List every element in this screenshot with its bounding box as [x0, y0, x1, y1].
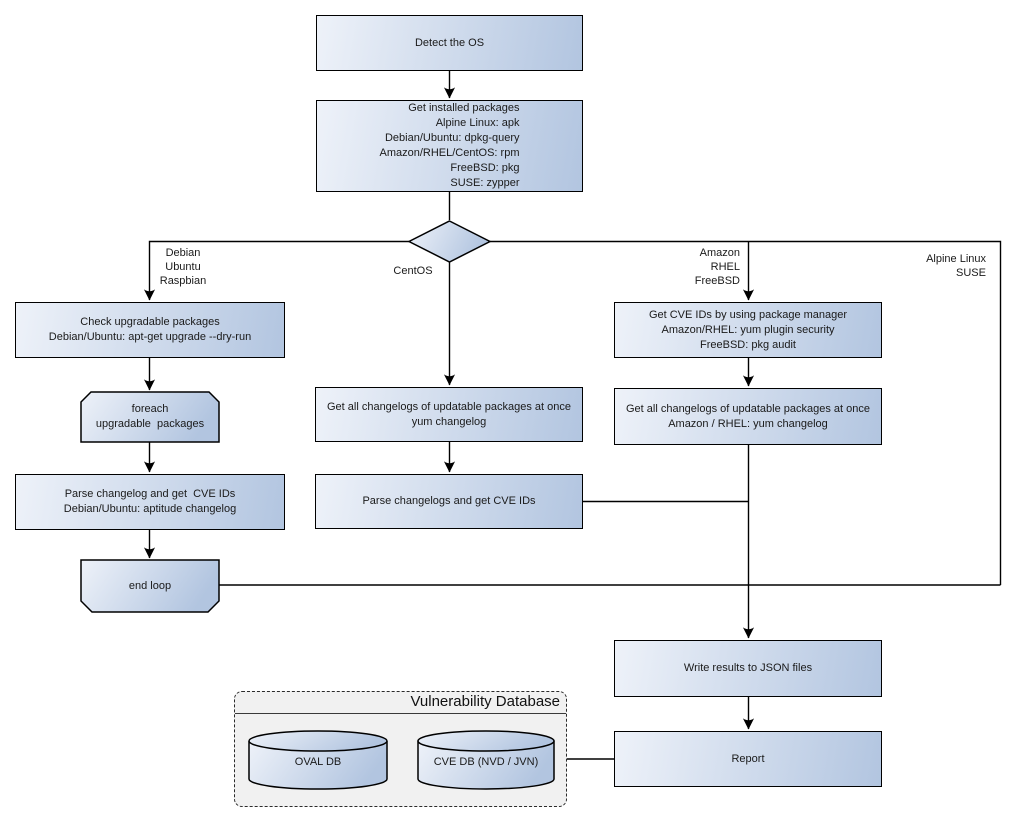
node-detect-os-label: Detect the OS: [414, 36, 485, 49]
node-write-json-label: Write results to JSON files: [683, 662, 813, 674]
node-parse-changelogs-centos-label: Parse changelogs and get CVE IDs: [362, 495, 536, 507]
node-get-installed-packages: Get installed packages Alpine Linux: apk…: [316, 100, 583, 192]
end-loop-text: end loop: [81, 560, 219, 612]
node-get-cve-ids-pkg-manager: Get CVE IDs by using package manager Ama…: [614, 302, 882, 358]
branch-label-debian: Debian Ubuntu Raspbian: [159, 247, 207, 287]
foreach-loop-text: foreach upgradable packages: [81, 392, 219, 442]
node-get-cve-ids-pkg-manager-label: Get CVE IDs by using package manager Ama…: [648, 308, 848, 351]
branch-label-amazon: Amazon RHEL FreeBSD: [694, 247, 740, 287]
node-check-upgradable: Check upgradable packages Debian/Ubuntu:…: [15, 302, 285, 358]
node-report-label: Report: [731, 752, 765, 765]
node-get-installed-packages-label: Get installed packages Alpine Linux: apk…: [379, 102, 520, 189]
node-check-upgradable-label: Check upgradable packages Debian/Ubuntu:…: [48, 316, 252, 343]
node-parse-changelog-debian-label: Parse changelog and get CVE IDs Debian/U…: [63, 488, 237, 515]
node-get-changelogs-amazon: Get all changelogs of updatable packages…: [614, 388, 882, 445]
end-loop-label: end loop: [128, 579, 172, 592]
os-decision-diamond: [407, 220, 492, 263]
node-get-changelogs-centos: Get all changelogs of updatable packages…: [315, 387, 583, 442]
branch-label-centos: CentOS: [393, 265, 433, 277]
node-parse-changelog-debian: Parse changelog and get CVE IDs Debian/U…: [15, 474, 285, 530]
oval-db-text: OVAL DB: [249, 742, 387, 782]
node-parse-changelogs-centos: Parse changelogs and get CVE IDs: [315, 474, 583, 529]
node-write-json: Write results to JSON files: [614, 640, 882, 697]
node-report: Report: [614, 731, 882, 787]
node-get-changelogs-centos-label: Get all changelogs of updatable packages…: [326, 400, 571, 428]
branch-label-alpine-suse: Alpine Linux SUSE: [926, 253, 986, 279]
foreach-loop-label: foreach upgradable packages: [95, 403, 205, 430]
vulnerability-database-title: Vulnerability Database: [235, 692, 566, 714]
cve-db-label: CVE DB (NVD / JVN): [433, 755, 539, 768]
oval-db-label: OVAL DB: [294, 755, 342, 768]
cve-db-text: CVE DB (NVD / JVN): [418, 742, 554, 782]
node-detect-os: Detect the OS: [316, 15, 583, 71]
node-get-changelogs-amazon-label: Get all changelogs of updatable packages…: [625, 402, 870, 430]
